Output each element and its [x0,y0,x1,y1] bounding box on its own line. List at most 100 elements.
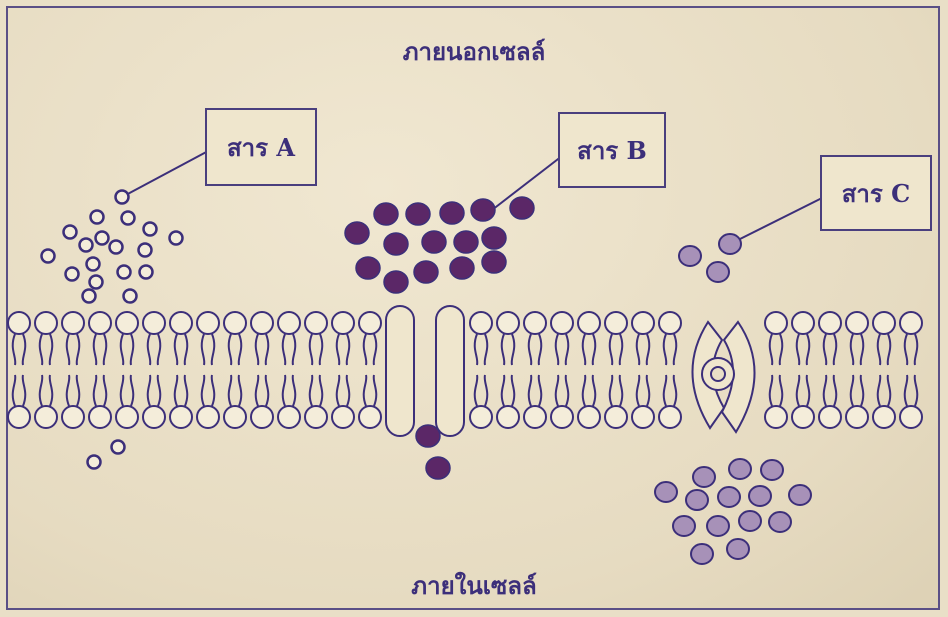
lipid-head [62,406,84,428]
lipid-tail [647,375,650,406]
substance-c-particle [719,234,741,254]
lipid-head [143,312,165,334]
lipid-tail [905,334,908,365]
lipid-tail [50,334,53,365]
substance-a-particle [112,441,125,454]
lipid-tail [674,334,677,365]
substance-a-particle [110,241,123,254]
lipid-head [170,312,192,334]
lipid-head [792,312,814,334]
lipid-tail [212,334,215,365]
lipid-tail [485,375,488,406]
lipid-tail [337,334,340,365]
substance-b-particle [384,271,408,293]
substance-c-particle [691,544,713,564]
lipid-tail [593,375,596,406]
lipid-tail [834,334,837,365]
substance-b-particle [406,203,430,225]
lipid-tail [23,375,26,406]
lipid-head [305,406,327,428]
substance-c-particle [769,512,791,532]
substance-a-particle [170,232,183,245]
substance-a-particle [90,276,103,289]
lipid-tail [104,375,107,406]
lipid-tail [13,375,16,406]
lipid-tail [851,375,854,406]
lipid-tail [905,375,908,406]
lipid-head [470,406,492,428]
channel-protein [386,306,464,436]
lipid-head [332,312,354,334]
lipid-tail [539,375,542,406]
lipid-tail [23,334,26,365]
outside-cell-label: ภายนอกเซลล์ [0,32,948,71]
lipid-head [632,312,654,334]
lipid-head [605,312,627,334]
lipid-tail [347,334,350,365]
lipid-tail [202,375,205,406]
substance-b-particle [356,257,380,279]
substance-b-particle [482,251,506,273]
lipid-tail [148,334,151,365]
substance-c-label: สาร C [842,174,910,213]
lipid-tail [512,334,515,365]
substance-b-particle [482,227,506,249]
substance-c-particle [749,486,771,506]
lipid-tail [266,375,269,406]
substance-b-particle [440,202,464,224]
lipid-head [197,406,219,428]
lipid-tail [13,334,16,365]
lipid-head [116,312,138,334]
lipid-tail [593,334,596,365]
substance-c-particle [707,516,729,536]
lipid-tail [861,334,864,365]
lipid-tail [283,334,286,365]
lipid-tail [131,334,134,365]
substance-a-particle [88,456,101,469]
substance-c-particle [673,516,695,536]
lipid-tail [212,375,215,406]
inside-cell-label: ภายในเซลล์ [0,566,948,605]
lipid-tail [620,334,623,365]
lipid-tail [364,375,367,406]
lipid-head [305,312,327,334]
substance-a-particle [122,212,135,225]
substance-b-particle [345,222,369,244]
lipid-head [551,406,573,428]
lipid-tail [104,334,107,365]
lipid-head [873,406,895,428]
substance-b-particle [414,261,438,283]
lipid-tail [556,375,559,406]
substance-a-particle [83,290,96,303]
substance-a-particle [66,268,79,281]
lipid-head [632,406,654,428]
lipid-head [197,312,219,334]
lipid-tail [797,375,800,406]
substance-b-particle [426,457,450,479]
lipid-tail [320,334,323,365]
substance-c-particle [739,511,761,531]
pointer-line-c [734,198,822,242]
substance-c-particle [789,485,811,505]
lipid-tail [566,375,569,406]
lipid-tail [583,334,586,365]
lipid-tail [502,375,505,406]
lipid-head [62,312,84,334]
lipid-head [35,406,57,428]
lipid-tail [175,375,178,406]
lipid-head [846,406,868,428]
lipid-head [8,406,30,428]
substance-b-particle [422,231,446,253]
lipid-head [873,312,895,334]
lipid-head [551,312,573,334]
lipid-tail [239,334,242,365]
substance-c-particle [686,490,708,510]
lipid-tail [915,375,918,406]
lipid-tail [475,375,478,406]
lipid-tail [229,375,232,406]
substance-b-label-box: สาร B [558,112,666,188]
substance-c-particle [727,539,749,559]
lipid-head [170,406,192,428]
substance-b-label: สาร B [577,131,647,170]
substance-b-particle [454,231,478,253]
